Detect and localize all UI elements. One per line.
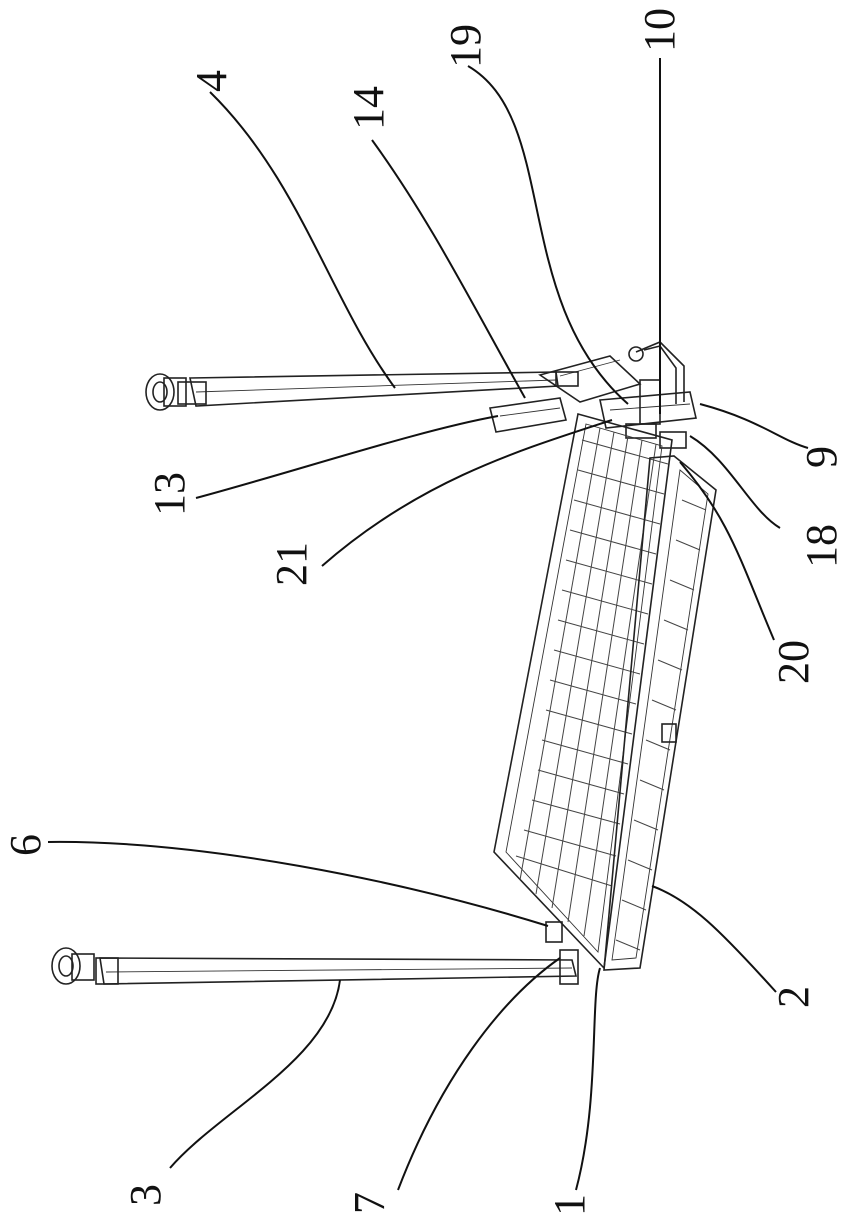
tray-1 <box>494 414 672 968</box>
tray-2-mesh <box>616 500 706 950</box>
label-7: 7 <box>345 1192 394 1214</box>
reference-numerals: 4 14 19 10 9 18 20 21 13 6 2 3 7 1 <box>1 8 846 1216</box>
label-3: 3 <box>121 1184 170 1206</box>
bracket-13 <box>490 398 566 432</box>
label-19: 19 <box>441 24 490 68</box>
label-4: 4 <box>187 70 236 92</box>
label-14: 14 <box>344 86 393 130</box>
label-10: 10 <box>635 8 684 52</box>
bracket-7 <box>546 922 578 984</box>
rod-4 <box>178 372 558 406</box>
label-21: 21 <box>267 542 316 586</box>
label-1: 1 <box>545 1194 594 1216</box>
label-20: 20 <box>769 640 818 684</box>
label-2: 2 <box>769 986 818 1008</box>
label-13: 13 <box>145 472 194 516</box>
label-6: 6 <box>1 834 50 856</box>
rail-14 <box>540 356 640 402</box>
label-9: 9 <box>797 446 846 468</box>
rod-3 <box>96 958 576 984</box>
caster-wheel-lower <box>52 948 94 984</box>
label-18: 18 <box>797 524 846 568</box>
